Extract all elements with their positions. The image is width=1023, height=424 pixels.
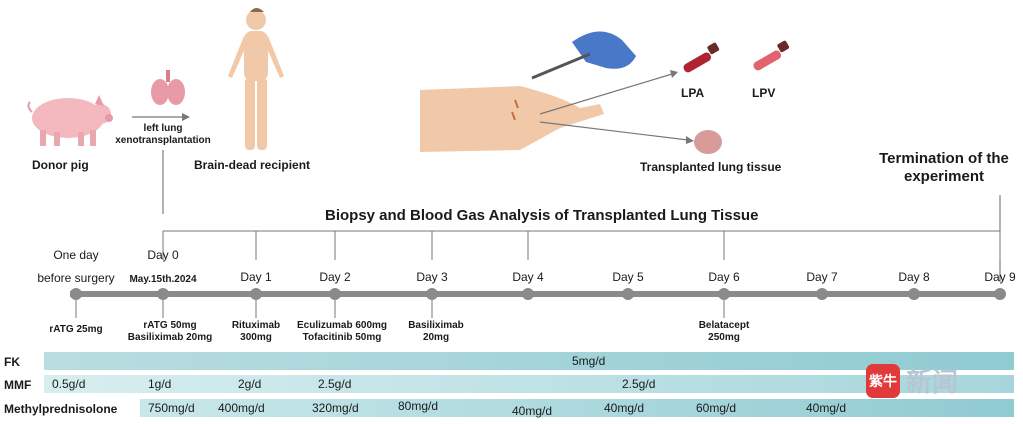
fk-value: 5mg/d <box>572 354 606 368</box>
termination-line1: Termination of the <box>879 150 1009 167</box>
day0-date: May.15th.2024 <box>129 274 197 285</box>
drug-day2: Eculizumab 600mg Tofacitinib 50mg <box>297 320 387 344</box>
mmf-value: 2.5g/d <box>318 377 352 391</box>
timeline-dot <box>250 288 262 300</box>
donor-label: Donor pig <box>32 158 89 172</box>
drug-day6: Belatacept 250mg <box>699 320 750 344</box>
timeline-dot <box>522 288 534 300</box>
termination-line2: experiment <box>903 168 985 185</box>
timeline-dot <box>329 288 341 300</box>
drug-day3-line1: Basiliximab <box>408 320 464 331</box>
drug-day0-line1: rATG 50mg <box>143 320 197 331</box>
drug-day0-line2: Basiliximab 20mg <box>127 332 213 343</box>
tissue-label: Transplanted lung tissue <box>640 160 782 174</box>
gloved-hand-icon <box>531 31 636 80</box>
day0-label: Day 0 <box>147 248 179 262</box>
drug-day2-line1: Eculizumab 600mg <box>296 320 388 331</box>
blood-tube-lpv-icon <box>753 40 790 71</box>
arrow-head <box>182 113 190 121</box>
mmf-value: 1g/d <box>148 377 172 391</box>
timeline-dot <box>816 288 828 300</box>
mmf-label: MMF <box>4 378 32 392</box>
fk-label: FK <box>4 355 20 369</box>
arrow-to-tissue <box>539 121 689 141</box>
day-label: Day 5 <box>612 270 644 284</box>
mmf-value: 2g/d <box>238 377 262 391</box>
procedure-line1: left lung <box>143 123 183 134</box>
lpa-label: LPA <box>681 86 705 100</box>
drug-day1-line2: 300mg <box>240 332 272 343</box>
mp-value: 320mg/d <box>312 401 359 415</box>
day-label: Day 9 <box>984 270 1016 284</box>
drug-day6-line1: Belatacept <box>698 320 750 331</box>
timeline-dot <box>70 288 82 300</box>
procedure-label: left lung xenotransplantation <box>115 123 211 147</box>
human-body-icon <box>228 8 284 150</box>
fk-bar <box>44 352 1014 370</box>
timeline-dot <box>157 288 169 300</box>
mmf-value: 0.5g/d <box>52 377 86 391</box>
mmf-value: 2.5g/d <box>622 377 656 391</box>
day-label: Day 4 <box>512 270 544 284</box>
timeline-dot <box>994 288 1006 300</box>
arrow-to-lpa <box>539 73 673 115</box>
mmf-bar <box>44 375 1014 393</box>
drug-day0: rATG 50mg Basiliximab 20mg <box>128 320 212 344</box>
drug-day1-line1: Rituximab <box>231 320 281 331</box>
biopsy-title: Biopsy and Blood Gas Analysis of Transpl… <box>325 207 759 224</box>
mp-label: Methylprednisolone <box>4 402 118 416</box>
termination-label: Termination of the experiment <box>879 150 1009 186</box>
pig-icon <box>27 95 113 146</box>
mp-value: 40mg/d <box>604 401 645 415</box>
drug-day6-line2: 250mg <box>708 332 740 343</box>
mp-value: 750mg/d <box>148 401 195 415</box>
arm-biopsy-icon <box>420 86 604 152</box>
watermark-badge: 紫牛 <box>866 363 900 398</box>
lung-icon <box>151 70 185 105</box>
mp-bar <box>140 399 1014 417</box>
mp-value: 40mg/d <box>806 401 847 415</box>
mp-value: 400mg/d <box>218 401 265 415</box>
timeline-dot <box>718 288 730 300</box>
timeline-dot <box>622 288 634 300</box>
day-label: Day 7 <box>806 270 838 284</box>
day-label: Day 6 <box>708 270 740 284</box>
drug-day1: Rituximab 300mg <box>232 320 280 344</box>
mp-value: 80mg/d <box>398 399 439 413</box>
bracket-ticks <box>162 231 1001 260</box>
day-label: Day 8 <box>898 270 930 284</box>
timeline-dots <box>70 288 1006 300</box>
watermark-text: 新闻 <box>906 368 959 398</box>
drug-pre: rATG 25mg <box>49 324 103 335</box>
drug-day2-line2: Tofacitinib 50mg <box>302 332 382 343</box>
day-label: Day 1 <box>240 270 272 284</box>
mp-value: 40mg/d <box>512 404 553 418</box>
blood-tube-lpa-icon <box>683 42 720 73</box>
timeline-dot <box>908 288 920 300</box>
day-label: Day 2 <box>319 270 351 284</box>
drug-day3: Basiliximab 20mg <box>408 320 464 344</box>
lung-tissue-icon <box>694 130 722 154</box>
watermark: 紫牛 新闻 <box>866 362 958 399</box>
pre-day-label-2: before surgery <box>37 271 115 285</box>
lpv-label: LPV <box>752 86 776 100</box>
drug-ticks <box>75 300 725 318</box>
pre-day-label-1: One day <box>53 248 99 262</box>
drug-day3-line2: 20mg <box>422 332 450 343</box>
timeline-dot <box>426 288 438 300</box>
day-label: Day 3 <box>416 270 448 284</box>
recipient-label: Brain-dead recipient <box>194 158 311 172</box>
procedure-line2: xenotransplantation <box>115 135 211 146</box>
mp-value: 60mg/d <box>696 401 737 415</box>
